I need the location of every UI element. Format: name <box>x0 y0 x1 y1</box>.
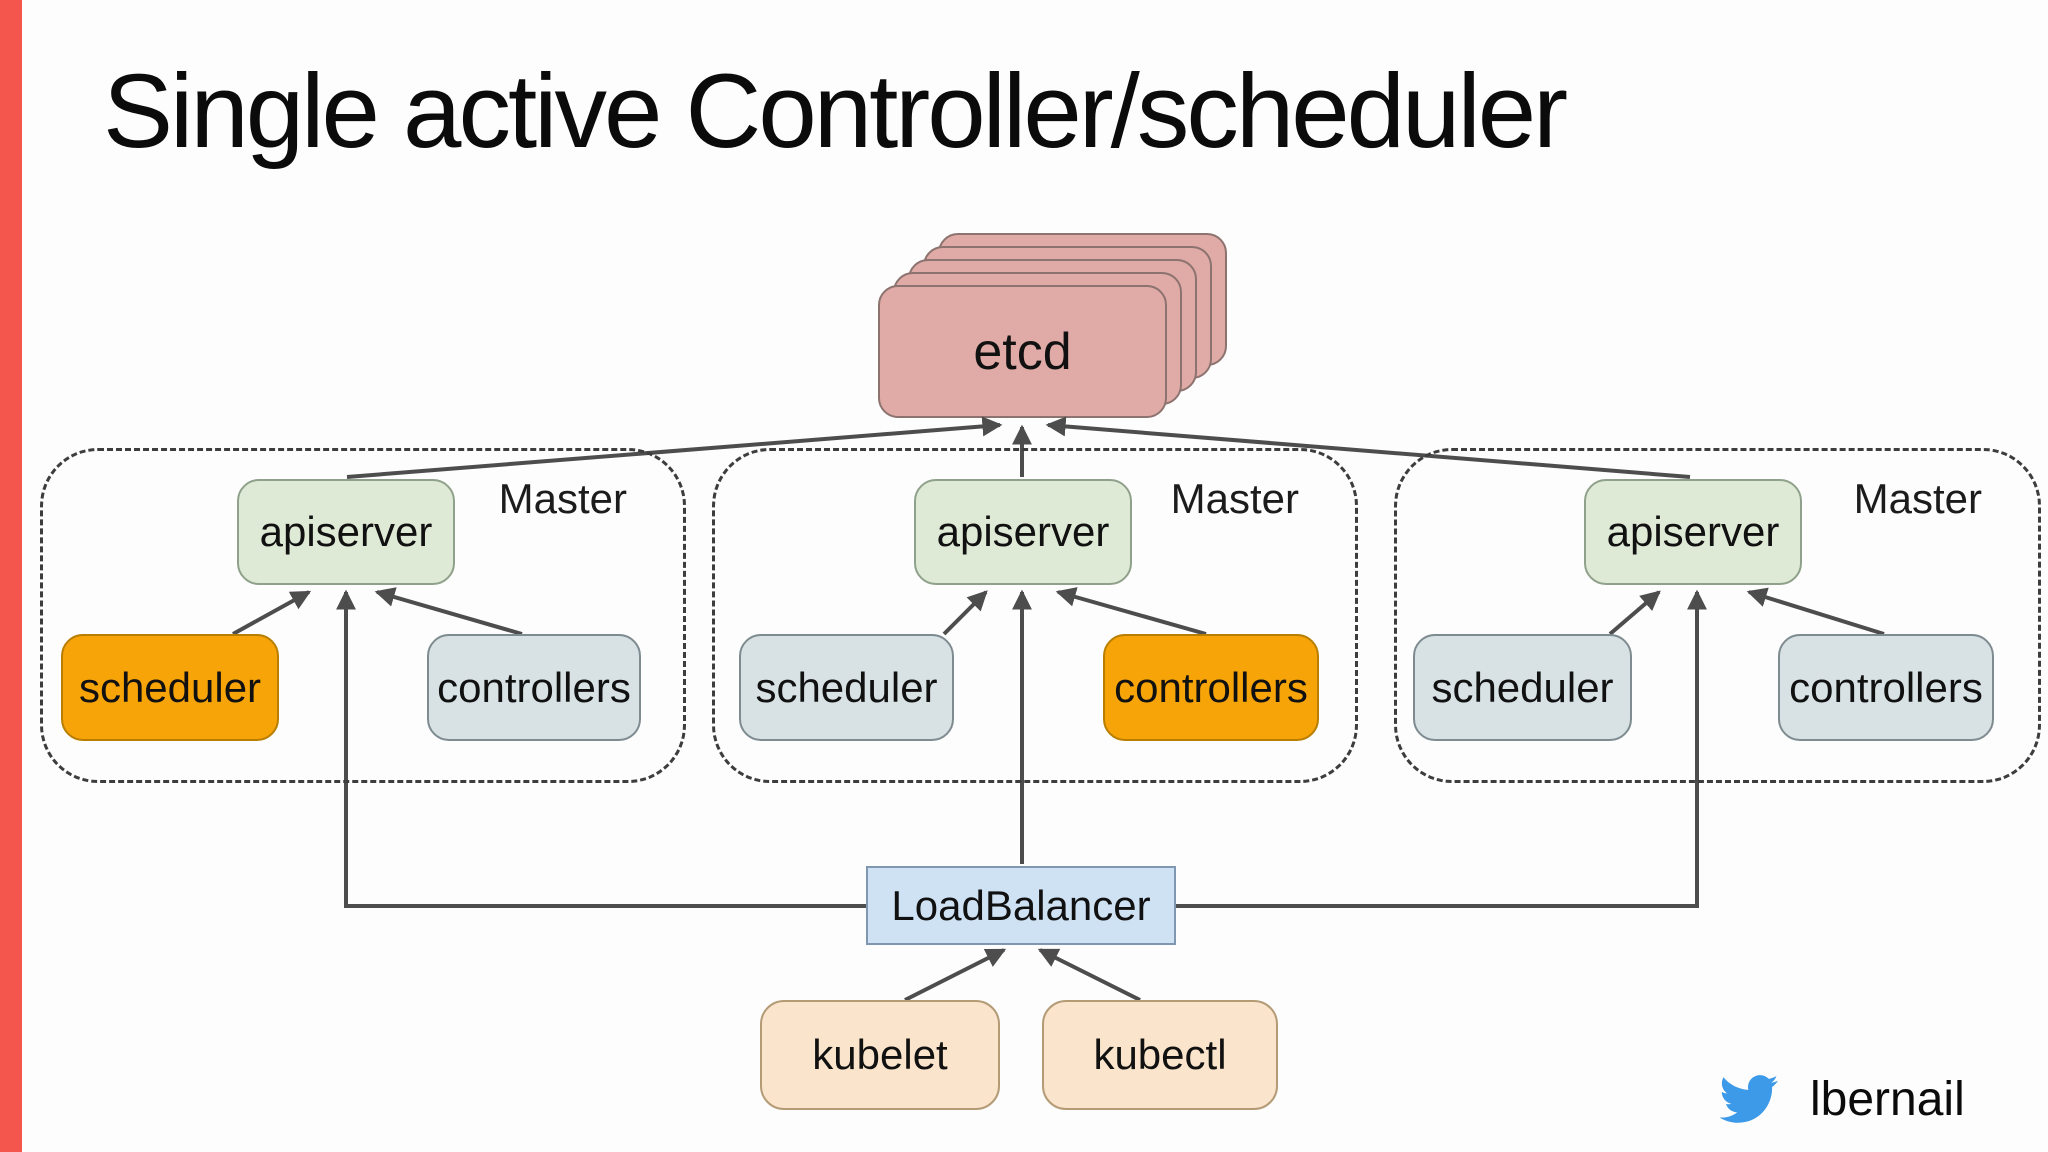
apiserver-node-master1: apiserver <box>237 479 455 585</box>
accent-bar <box>0 0 22 1152</box>
controllers-node-master3: controllers <box>1778 634 1994 741</box>
master-frame-1: Master <box>40 448 686 783</box>
scheduler-node-master2: scheduler <box>739 634 954 741</box>
footer-credit: lbernail <box>1712 1068 1965 1130</box>
master-frame-2: Master <box>712 448 1358 783</box>
controllers-node-master1: controllers <box>427 634 641 741</box>
controllers-node-master2: controllers <box>1103 634 1319 741</box>
scheduler-node-master3: scheduler <box>1413 634 1632 741</box>
loadbalancer-node: LoadBalancer <box>866 866 1176 945</box>
master-label: Master <box>1853 475 1982 522</box>
master-label: Master <box>498 475 627 522</box>
kubectl-node: kubectl <box>1042 1000 1278 1110</box>
apiserver-node-master3: apiserver <box>1584 479 1802 585</box>
twitter-handle: lbernail <box>1810 1072 1965 1126</box>
master-label: Master <box>1170 475 1299 522</box>
etcd-node: etcd <box>878 285 1167 418</box>
slide-title: Single active Controller/scheduler <box>103 53 1568 170</box>
twitter-icon <box>1719 1075 1779 1123</box>
kubelet-node: kubelet <box>760 1000 1000 1110</box>
apiserver-node-master2: apiserver <box>914 479 1132 585</box>
master-frame-3: Master <box>1394 448 2041 783</box>
scheduler-node-master1: scheduler <box>61 634 279 741</box>
